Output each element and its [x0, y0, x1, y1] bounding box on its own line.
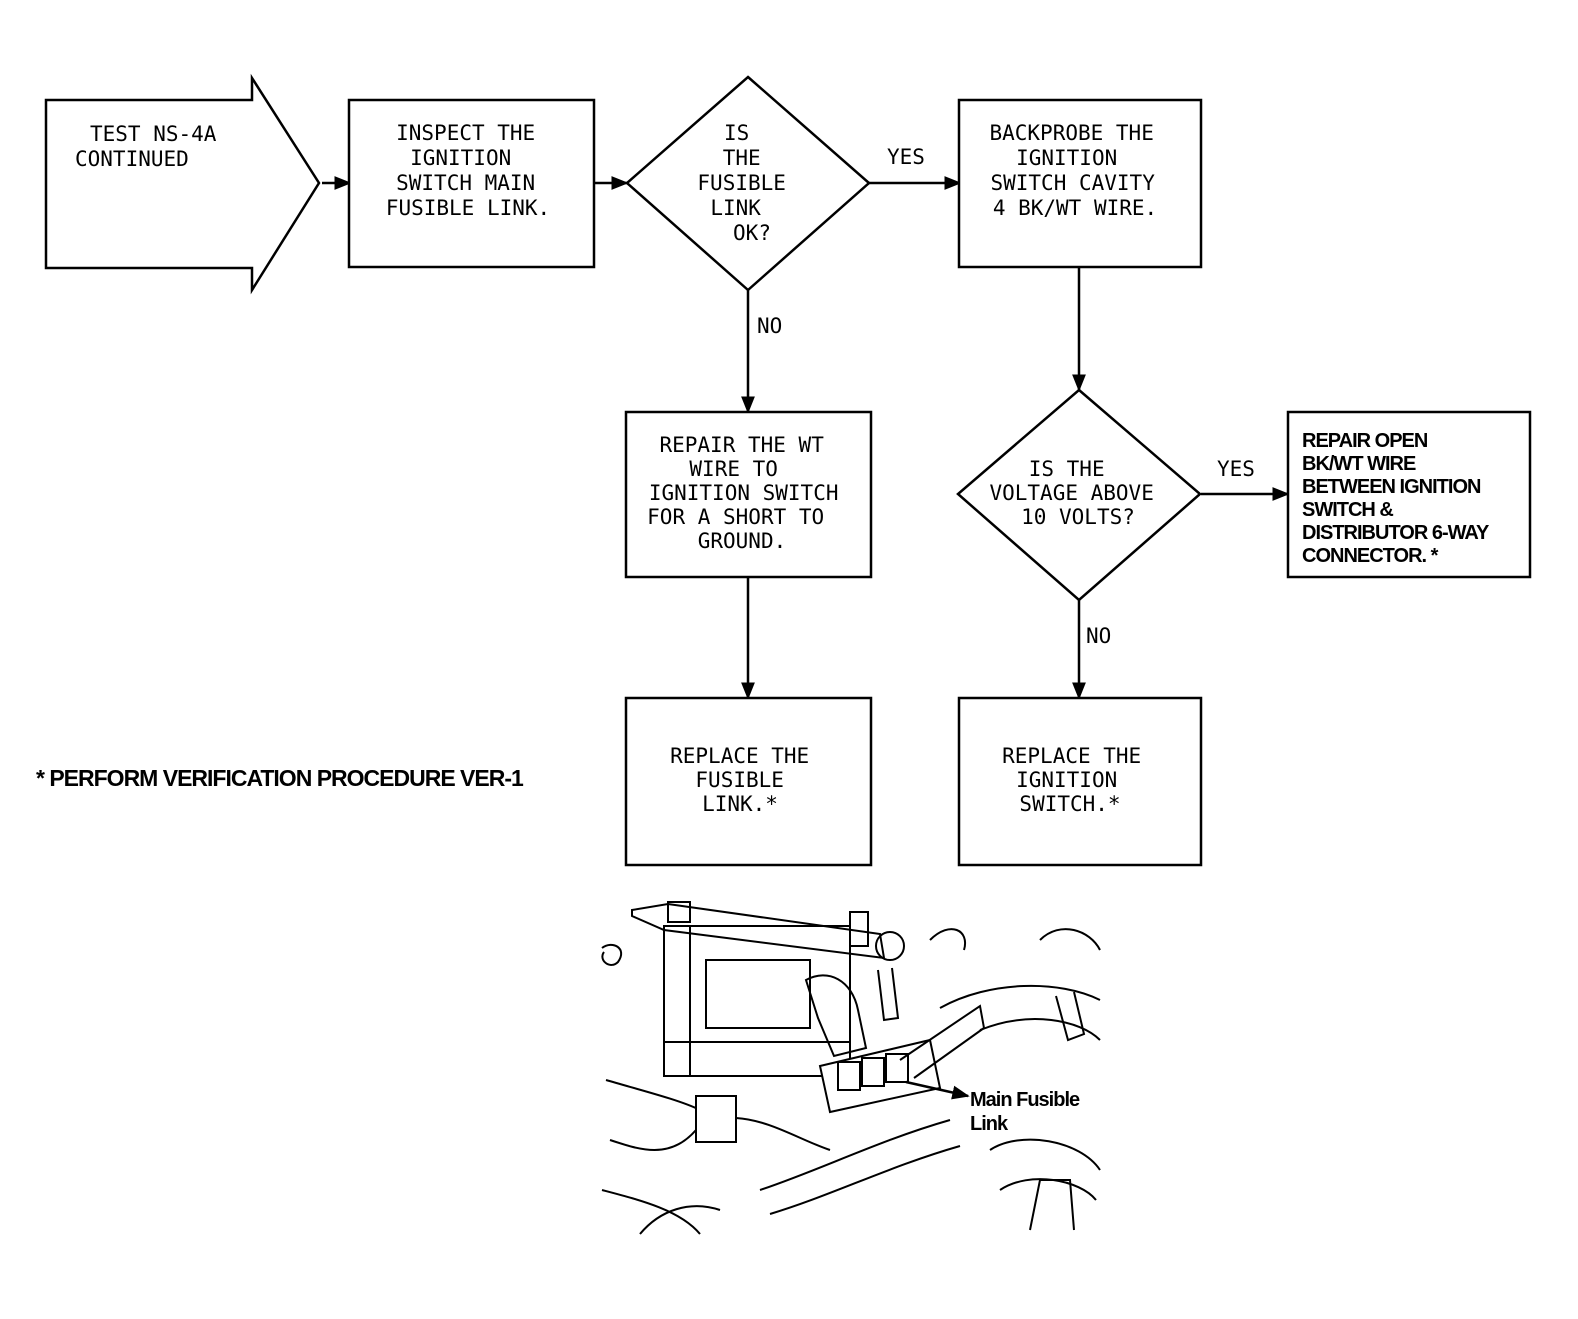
repair-open-label: REPAIR OPEN BK/WT WIRE BETWEEN IGNITION …	[1302, 430, 1493, 567]
label-fusible-yes: YES	[887, 145, 925, 169]
engine-bay-illustration: Main Fusible Link	[601, 901, 1101, 1235]
start-node: TEST NS-4A CONTINUED	[44, 73, 321, 295]
footnote: * PERFORM VERIFICATION PROCEDURE VER-1	[36, 765, 524, 791]
replace-fusible-link-box: REPLACE THE FUSIBLE LINK.*	[624, 696, 873, 867]
decision-voltage-label: IS THE VOLTAGE ABOVE 10 VOLTS?	[989, 457, 1166, 529]
connectors	[322, 176, 1290, 700]
replace-ignition-switch-box: REPLACE THE IGNITION SWITCH.*	[957, 696, 1203, 867]
callout-leader	[905, 1080, 970, 1100]
repair-wt-box: REPAIR THE WT WIRE TO IGNITION SWITCH FO…	[624, 410, 873, 579]
decision-fusible-label: IS THE FUSIBLE LINK OK?	[697, 121, 798, 245]
label-voltage-no: NO	[1086, 624, 1111, 648]
callout-main-fusible-link: Main Fusible Link	[970, 1089, 1084, 1135]
inspect-box: INSPECT THE IGNITION SWITCH MAIN FUSIBLE…	[347, 98, 596, 269]
inspect-label: INSPECT THE IGNITION SWITCH MAIN FUSIBLE…	[386, 121, 550, 220]
backprobe-label: BACKPROBE THE IGNITION SWITCH CAVITY 4 B…	[989, 121, 1167, 220]
decision-voltage: IS THE VOLTAGE ABOVE 10 VOLTS?	[956, 388, 1202, 602]
replace-ignition-switch-label: REPLACE THE IGNITION SWITCH.*	[1002, 744, 1154, 816]
repair-open-box: REPAIR OPEN BK/WT WIRE BETWEEN IGNITION …	[1286, 410, 1532, 579]
decision-fusible-link: IS THE FUSIBLE LINK OK?	[625, 75, 871, 292]
label-fusible-no: NO	[757, 314, 782, 338]
label-voltage-yes: YES	[1217, 457, 1255, 481]
start-label: TEST NS-4A CONTINUED	[75, 122, 229, 171]
repair-wt-label: REPAIR THE WT WIRE TO IGNITION SWITCH FO…	[647, 433, 851, 553]
replace-fusible-link-label: REPLACE THE FUSIBLE LINK.*	[670, 744, 822, 816]
backprobe-box: BACKPROBE THE IGNITION SWITCH CAVITY 4 B…	[957, 98, 1203, 269]
